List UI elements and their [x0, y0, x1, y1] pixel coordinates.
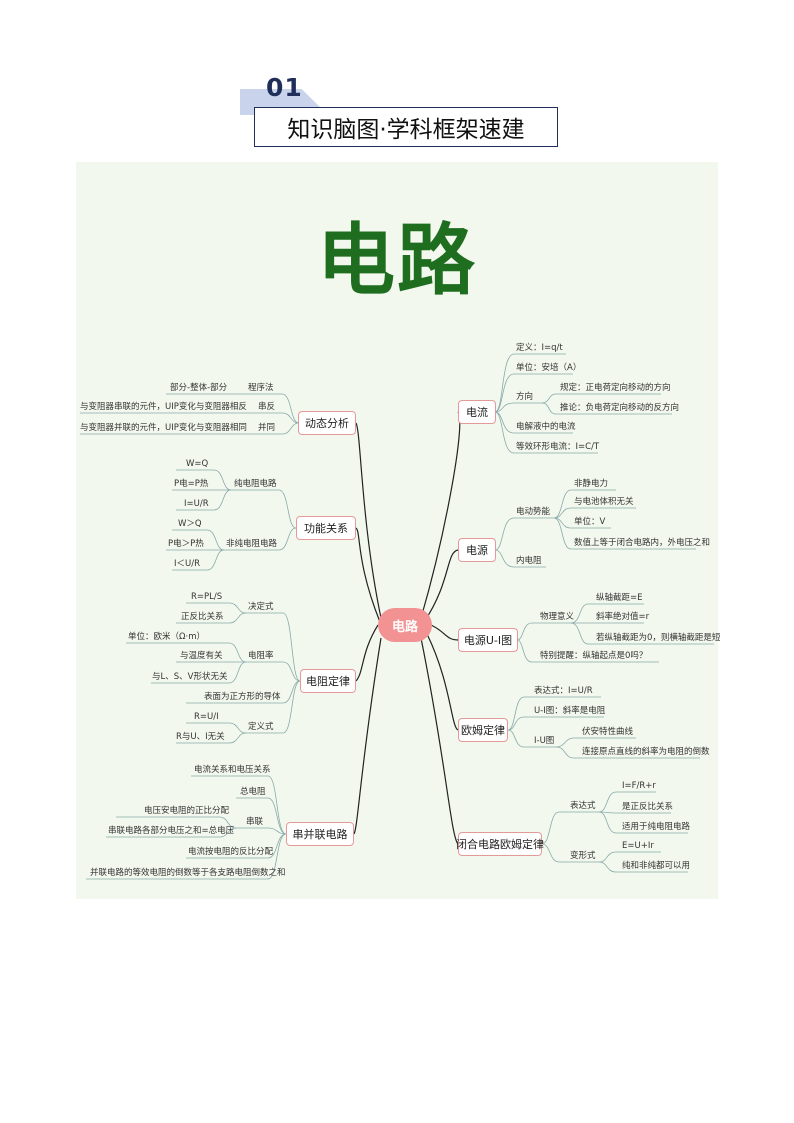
- node-ui-graph: 电源U-I图: [458, 628, 518, 652]
- leaf-slope-r: 斜率绝对值=r: [596, 612, 650, 622]
- mind-map-title: 电路: [316, 216, 477, 306]
- leaf-intercept-zero: 若纵轴截距为0，则横轴截距是短: [596, 633, 721, 643]
- leaf-current-unit: 单位：安培（A）: [516, 363, 582, 373]
- node-series-parallel: 串并联电路: [286, 822, 354, 846]
- leaf-series-rule: 串反: [258, 402, 276, 412]
- leaf-rate-shape: 与L、S、V形状无关: [152, 672, 228, 682]
- node-current: 电流: [458, 400, 496, 424]
- leaf-current-direction: 方向: [516, 392, 534, 402]
- leaf-internal-resistance: 内电阻: [516, 556, 542, 566]
- leaf-define-formula: 定义式: [248, 722, 274, 732]
- leaf-total-resistance: 总电阻: [240, 787, 266, 797]
- leaf-pure-resistance: 纯电阻电路: [234, 479, 277, 489]
- leaf-intercept-e: 纵轴截距=E: [596, 593, 643, 603]
- connector-lines: [80, 353, 714, 880]
- leaf-nonpure-w-q: W＞Q: [178, 519, 202, 529]
- leaf-series-voltage: 电压安电阻的正比分配: [144, 806, 230, 816]
- leaf-closed-applicable: 适用于纯电阻电路: [622, 822, 691, 832]
- leaf-series-sum: 串联电路各部分电压之和=总电压: [108, 826, 235, 836]
- leaf-emf-value: 数值上等于闭合电路内，外电压之和: [574, 538, 711, 548]
- leaf-closed-formula: I=F/R+r: [622, 781, 656, 791]
- leaf-procedure-item: 部分-整体-部分: [170, 383, 228, 393]
- node-closed-circuit: 闭合电路欧姆定律: [456, 832, 544, 856]
- leaf-resistivity: 电阻率: [248, 651, 274, 661]
- leaf-series-item: 与变阻器串联的元件，UIP变化与变阻器相反: [80, 402, 247, 412]
- leaf-parallel-item: 与变阻器并联的元件，UIP变化与变阻器相同: [80, 423, 247, 433]
- leaf-nonpure-resistance: 非纯电阻电路: [226, 539, 278, 549]
- leaf-pure-i: I=U/R: [184, 499, 209, 509]
- leaf-iu-slope: 连接原点直线的斜率为电阻的倒数: [582, 747, 710, 757]
- leaf-closed-expression: 表达式: [570, 801, 596, 811]
- leaf-emf-unit: 单位：V: [574, 517, 606, 527]
- leaf-iu-curve: 伏安特性曲线: [582, 727, 634, 737]
- leaf-parallel-rule: 并同: [258, 423, 276, 433]
- leaf-current-ring: 等效环形电流：I=C/T: [516, 442, 600, 452]
- leaf-physical-meaning: 物理意义: [540, 612, 575, 622]
- leaf-procedure: 程序法: [248, 383, 274, 393]
- leaf-rate-temperature: 与温度有关: [180, 651, 223, 661]
- mind-map: 电路: [76, 162, 721, 899]
- leaf-decide-formula: 决定式: [248, 602, 274, 612]
- leaf-proportion: 正反比关系: [181, 612, 224, 622]
- leaf-series: 串联: [246, 817, 264, 827]
- section-number: 01: [266, 73, 303, 102]
- leaf-r-pls: R=PL/S: [191, 592, 223, 602]
- leaf-current-inverse: 电流按电阻的反比分配: [188, 847, 274, 857]
- leaf-ohm-ui-graph: U-I图：斜率是电阻: [534, 706, 606, 716]
- center-node: 电路: [378, 608, 432, 642]
- leaf-special-note: 特别提醒：纵轴起点是0吗？: [540, 651, 648, 661]
- node-source: 电源: [458, 538, 496, 562]
- leaf-ohm-expression: 表达式：I=U/R: [534, 686, 593, 696]
- leaf-current-voltage: 电流关系和电压关系: [194, 765, 271, 775]
- leaf-direction-infer: 推论：负电荷定向移动的反方向: [560, 403, 680, 413]
- leaf-r-independent: R与U、I无关: [176, 732, 225, 742]
- node-resistance-law: 电阻定律: [300, 669, 356, 693]
- leaf-emf-force: 非静电力: [574, 479, 609, 489]
- leaf-r-ui: R=U/I: [194, 712, 219, 722]
- leaf-emf-volume: 与电池体积无关: [574, 497, 634, 507]
- leaf-nonpure-i: I＜U/R: [174, 559, 200, 569]
- leaf-pure-w-q: W=Q: [186, 459, 209, 469]
- leaf-nonpure-p: P电＞P热: [168, 539, 204, 549]
- section-title: 知识脑图·学科框架速建: [254, 107, 558, 147]
- leaf-pure-p: P电=P热: [174, 479, 209, 489]
- leaf-closed-variant: 变形式: [570, 851, 596, 861]
- leaf-square-conductor: 表面为正方形的导体: [204, 692, 281, 702]
- node-power-relation: 功能关系: [296, 516, 356, 540]
- node-dynamic-analysis: 动态分析: [298, 411, 356, 435]
- node-ohm-law: 欧姆定律: [458, 718, 508, 742]
- leaf-closed-proportion: 是正反比关系: [622, 802, 674, 812]
- leaf-direction-rule: 规定：正电荷定向移动的方向: [560, 383, 671, 393]
- leaf-variant-formula: E=U+Ir: [622, 841, 654, 851]
- leaf-rate-unit: 单位：欧米（Ω·m）: [128, 632, 205, 642]
- leaf-current-electrolyte: 电解液中的电流: [516, 422, 576, 432]
- leaf-current-def: 定义：I=q/t: [516, 343, 563, 353]
- leaf-parallel-equivalent: 并联电路的等效电阻的倒数等于各支路电阻倒数之和: [90, 868, 286, 878]
- leaf-emf: 电动势能: [516, 507, 551, 517]
- leaf-ohm-iu-graph: I-U图: [534, 736, 555, 746]
- leaf-variant-usage: 纯和非纯都可以用: [622, 861, 691, 871]
